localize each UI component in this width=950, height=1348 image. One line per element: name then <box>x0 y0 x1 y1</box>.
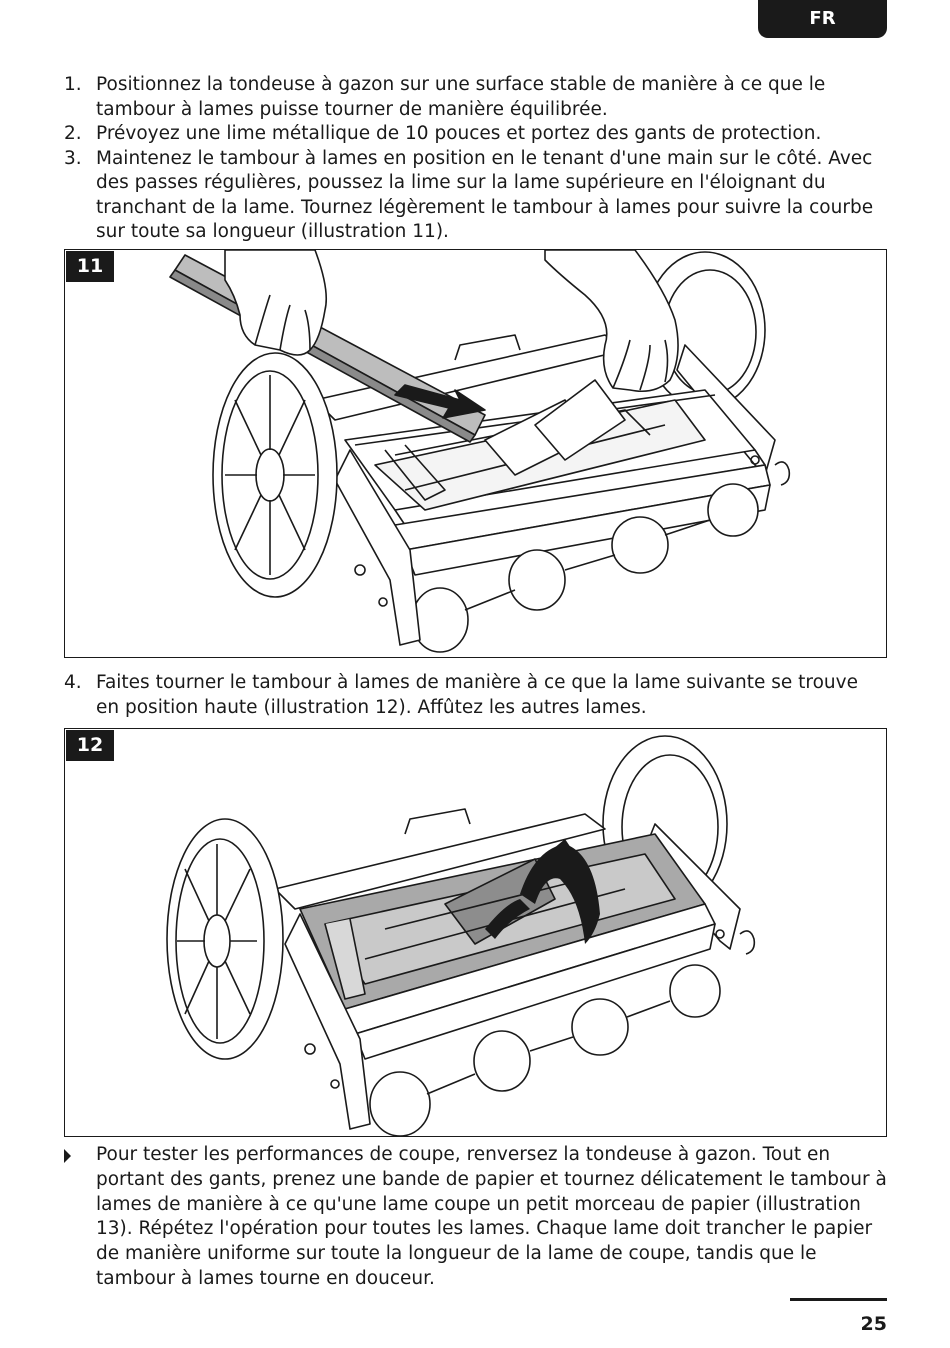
mower-file-illustration <box>169 250 791 653</box>
step-item: 3. Maintenez le tambour à lames en positi… <box>64 147 886 245</box>
figure-label: 11 <box>66 251 114 282</box>
step-item: 1. Positionnez la tondeuse à gazon sur un… <box>64 73 886 122</box>
figure-12: 12 <box>64 728 887 1137</box>
figure-11: 11 <box>64 249 887 658</box>
language-tab: FR <box>758 0 887 38</box>
test-note: Pour tester les performances de coupe, r… <box>64 1143 888 1292</box>
note-text: Pour tester les performances de coupe, r… <box>96 1144 887 1289</box>
steps-list-top: 1. Positionnez la tondeuse à gazon sur un… <box>64 73 886 245</box>
footer-rule <box>790 1298 887 1301</box>
step-item: 4. Faites tourner le tambour à lames de m… <box>64 671 886 720</box>
figure-label: 12 <box>66 730 114 761</box>
step-text: Positionnez la tondeuse à gazon sur une … <box>96 74 826 120</box>
mower-rotate-illustration <box>166 735 756 1136</box>
page-number: 25 <box>860 1313 887 1335</box>
bullet-icon <box>64 1149 71 1163</box>
steps-list-mid: 4. Faites tourner le tambour à lames de m… <box>64 671 886 720</box>
step-text: Faites tourner le tambour à lames de man… <box>96 672 858 718</box>
step-text: Maintenez le tambour à lames en position… <box>96 147 874 243</box>
step-item: 2. Prévoyez une lime métallique de 10 pou… <box>64 122 886 147</box>
step-number: 2. <box>64 123 82 144</box>
step-number: 4. <box>64 672 82 693</box>
step-text: Prévoyez une lime métallique de 10 pouce… <box>96 123 822 144</box>
step-number: 3. <box>64 147 82 169</box>
step-number: 1. <box>64 74 82 95</box>
